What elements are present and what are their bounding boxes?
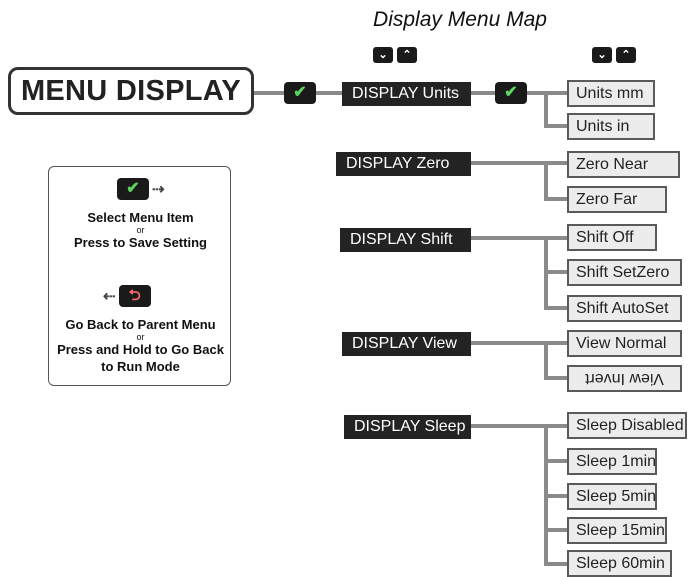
option-nav-buttons: ⌄ ⌃ (592, 47, 636, 63)
connector (544, 197, 567, 201)
connector (316, 91, 342, 95)
connector (544, 161, 548, 201)
down-arrow-icon: ⌄ (373, 47, 393, 63)
back-icon: ⮌ (118, 285, 151, 307)
legend-back-icons: ⇠ ⮌ (103, 285, 151, 307)
connector (544, 91, 548, 127)
legend-or: or (136, 225, 145, 235)
check-icon: ✔ (495, 82, 527, 104)
menu-display-zero: DISPLAY Zero (336, 152, 471, 176)
legend-or: or (136, 332, 145, 342)
menu-display-sleep: DISPLAY Sleep (344, 415, 471, 439)
legend-back-line1: Go Back to Parent Menu (65, 317, 216, 332)
menu-nav-buttons: ⌄ ⌃ (373, 47, 417, 63)
diagram-title: Display Menu Map (373, 8, 547, 31)
connector (544, 459, 567, 463)
connector (471, 424, 567, 428)
option-shift-off: Shift Off (567, 224, 657, 251)
option-units-in: Units in (567, 113, 655, 140)
connector (544, 306, 567, 310)
connector (254, 91, 284, 95)
legend-select-line1: Select Menu Item (87, 210, 194, 225)
option-sleep-5min: Sleep 5min (567, 483, 657, 510)
up-arrow-icon: ⌃ (616, 47, 636, 63)
menu-display-units: DISPLAY Units (342, 82, 471, 106)
connector (471, 341, 567, 345)
option-zero-far: Zero Far (567, 186, 667, 213)
backward-arrow-icon: ⇠ (103, 288, 116, 305)
option-zero-near: Zero Near (567, 151, 680, 178)
down-arrow-icon: ⌄ (592, 47, 612, 63)
legend-select-icons: ✔ ⇢ (117, 178, 165, 200)
check-icon: ✔ (284, 82, 316, 104)
menu-display-root: MENU DISPLAY (8, 67, 254, 115)
check-icon: ✔ (117, 178, 149, 200)
connector (544, 528, 567, 532)
connector (544, 270, 567, 274)
connector (544, 376, 567, 380)
option-sleep-15min: Sleep 15min (567, 517, 667, 544)
menu-display-view: DISPLAY View (342, 332, 471, 356)
option-shift-setzero: Shift SetZero (567, 259, 682, 286)
connector (471, 161, 567, 165)
connector (471, 91, 495, 95)
legend-select-line2: Press to Save Setting (74, 235, 207, 250)
menu-display-shift: DISPLAY Shift (340, 228, 471, 252)
up-arrow-icon: ⌃ (397, 47, 417, 63)
option-view-invert-label: View Invert (585, 370, 664, 387)
connector (544, 341, 548, 380)
option-sleep-disabled: Sleep Disabled (567, 412, 687, 439)
option-view-invert: View Invert (567, 365, 682, 392)
legend-box: ✔ ⇢ Select Menu Item or Press to Save Se… (48, 166, 231, 386)
legend-back-line2: Press and Hold to Go Back (57, 342, 224, 357)
connector (544, 562, 567, 566)
connector (544, 124, 567, 128)
connector (544, 494, 567, 498)
option-shift-autoset: Shift AutoSet (567, 295, 682, 322)
forward-arrow-icon: ⇢ (152, 181, 165, 198)
connector (471, 236, 567, 240)
option-units-mm: Units mm (567, 80, 655, 107)
legend-back-line3: to Run Mode (101, 359, 180, 374)
option-sleep-60min: Sleep 60min (567, 550, 672, 577)
option-view-normal: View Normal (567, 330, 682, 357)
option-sleep-1min: Sleep 1min (567, 448, 657, 475)
